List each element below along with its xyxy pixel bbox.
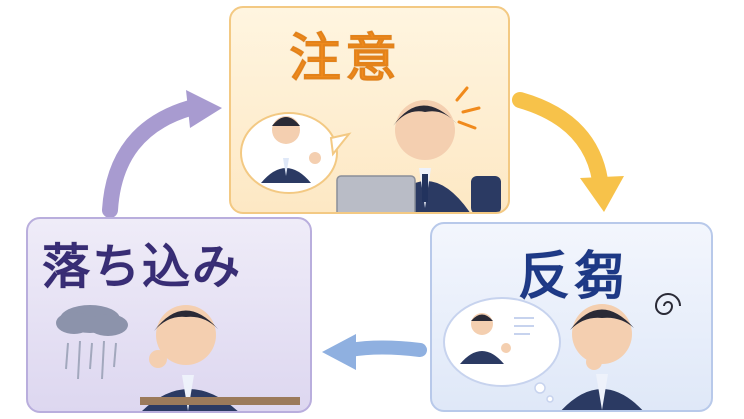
spiral-icon bbox=[654, 293, 681, 315]
node-label: 落ち込み bbox=[41, 239, 243, 296]
laptop-icon bbox=[336, 175, 416, 212]
node-label: 注意 bbox=[288, 29, 402, 90]
node-rumination: 反芻 bbox=[430, 222, 713, 412]
node-label: 反芻 bbox=[517, 247, 631, 308]
depression-illustration bbox=[56, 305, 300, 411]
node-attention: 注意 bbox=[229, 6, 510, 214]
arrow-left-to-top bbox=[102, 90, 222, 218]
node-depression: 落ち込み bbox=[26, 217, 312, 413]
arrow-top-to-right bbox=[512, 92, 624, 212]
arrow-right-to-left bbox=[322, 334, 427, 370]
rumination-illustration bbox=[443, 293, 681, 410]
thinking-figure bbox=[561, 304, 643, 410]
dejected-figure bbox=[140, 305, 300, 411]
rain-cloud-icon bbox=[56, 305, 128, 380]
attention-illustration bbox=[240, 86, 501, 212]
speech-bubble-icon bbox=[240, 112, 352, 194]
thought-bubble-icon bbox=[443, 297, 561, 403]
alert-lines-icon bbox=[455, 86, 481, 130]
